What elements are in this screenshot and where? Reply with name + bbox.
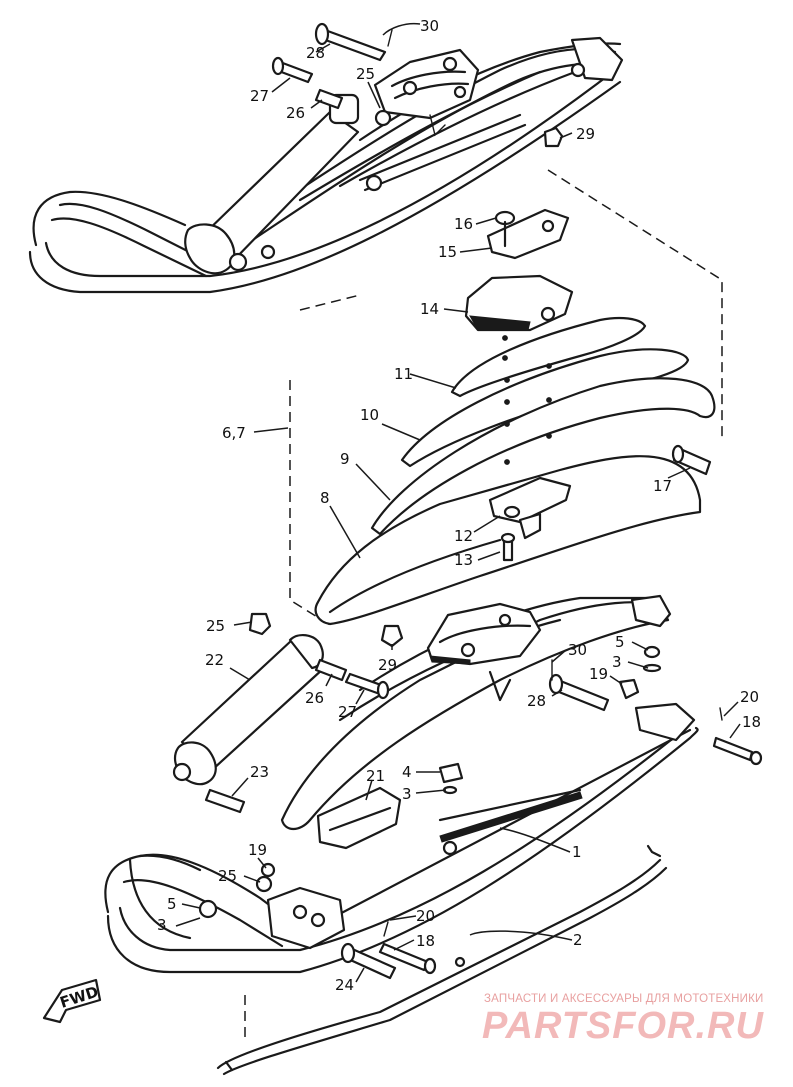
callout-29-top: 29	[576, 125, 595, 143]
fwd-arrow: FWD	[42, 978, 102, 1024]
saddle-pad-14	[464, 274, 574, 332]
callout-26-mid: 26	[305, 689, 324, 707]
callout-28-top: 28	[306, 44, 325, 62]
watermark: ЗАПЧАСТИ И АКСЕССУАРЫ ДЛЯ МОТОТЕХНИКИ PA…	[482, 993, 764, 1047]
watermark-brand: PARTSFOR.RU	[482, 1005, 764, 1047]
callout-9: 9	[340, 450, 350, 468]
callout-14: 14	[420, 300, 439, 318]
callout-labels: 30 28 27 25 26 29 16 15 14 11 6,7 10 9 1…	[157, 17, 761, 994]
callout-13: 13	[454, 551, 473, 569]
callout-25-left: 25	[218, 867, 237, 885]
callout-20-mid: 20	[416, 907, 435, 925]
callout-30-top: 30	[420, 17, 439, 35]
callout-22: 22	[205, 651, 224, 669]
callout-30-mid: 30	[568, 641, 587, 659]
wear-bar-2	[216, 844, 668, 1076]
callout-3-right: 3	[612, 653, 622, 671]
callout-15: 15	[438, 243, 457, 261]
callout-27-top: 27	[250, 87, 269, 105]
assembled-ski-top	[28, 22, 624, 294]
callout-3-left: 3	[157, 916, 167, 934]
callout-4: 4	[402, 763, 412, 781]
lower-ski-assembly	[104, 594, 763, 980]
callout-24: 24	[335, 976, 354, 994]
watermark-tagline: ЗАПЧАСТИ И АКСЕССУАРЫ ДЛЯ МОТОТЕХНИКИ	[484, 993, 764, 1005]
callout-26-top: 26	[286, 104, 305, 122]
callout-25-top: 25	[356, 65, 375, 83]
callout-28-mid: 28	[527, 692, 546, 710]
callout-17: 17	[653, 477, 672, 495]
callout-21: 21	[366, 767, 385, 785]
callout-19-right: 19	[589, 665, 608, 683]
callout-18-right: 18	[742, 713, 761, 731]
callout-6-7: 6,7	[222, 424, 246, 442]
callout-10: 10	[360, 406, 379, 424]
callout-25-mid: 25	[206, 617, 225, 635]
callout-16: 16	[454, 215, 473, 233]
callout-18-mid: 18	[416, 932, 435, 950]
callout-23: 23	[250, 763, 269, 781]
callout-8: 8	[320, 489, 330, 507]
callout-12: 12	[454, 527, 473, 545]
callout-20-right: 20	[740, 688, 759, 706]
callout-5-left: 5	[167, 895, 177, 913]
callout-2: 2	[573, 931, 583, 949]
assembly-guide-lines	[244, 169, 723, 1040]
callout-1: 1	[572, 843, 582, 861]
callout-27-mid: 27	[338, 703, 357, 721]
fwd-label: FWD	[58, 983, 101, 1012]
callout-3-mid: 3	[402, 785, 412, 803]
leaf-springs	[314, 316, 716, 626]
callout-11: 11	[394, 365, 413, 383]
bracket-15-16	[486, 208, 570, 260]
callout-5-right: 5	[615, 633, 625, 651]
leader-lines	[175, 22, 741, 983]
callout-19-left: 19	[248, 841, 267, 859]
callout-29-mid: 29	[378, 656, 397, 674]
